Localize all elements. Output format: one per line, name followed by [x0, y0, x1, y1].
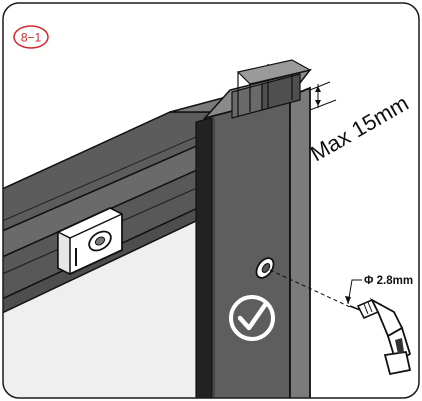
- power-drill-icon: [349, 297, 412, 376]
- step-label: 8−1: [21, 31, 42, 45]
- vertical-profile: [195, 59, 312, 398]
- drill-diameter-label: Φ 2.8mm: [364, 275, 413, 287]
- diameter-leader: [347, 279, 362, 305]
- checkmark-icon: [229, 295, 275, 341]
- gap-dimension: [309, 81, 337, 111]
- slotted-hole: [255, 257, 275, 279]
- roller-bracket: [57, 207, 123, 276]
- step-badge: 8−1: [13, 25, 49, 49]
- drill-guide-line: [269, 269, 351, 308]
